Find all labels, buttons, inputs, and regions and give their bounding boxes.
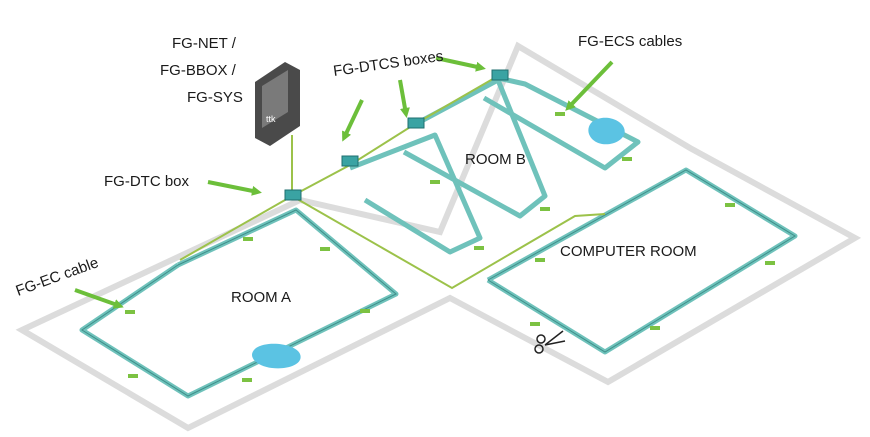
fg-dtcs-label: FG-DTCS boxes [332, 48, 444, 80]
fg-net-label: FG-NET / [172, 35, 237, 52]
sensor-icon [243, 237, 253, 241]
sensor-icon [125, 310, 135, 314]
sensor-icon [650, 326, 660, 330]
sensor-icon [535, 258, 545, 262]
sensor-icon [540, 207, 550, 211]
panel-logo: ttk [266, 114, 276, 124]
room-a-cable [79, 207, 399, 399]
fg-dtc-box-icon [284, 189, 302, 201]
arrow-icon [398, 79, 410, 118]
sensors [125, 112, 775, 382]
sensor-icon [530, 322, 540, 326]
scissors-icon [534, 330, 566, 354]
boxes [284, 69, 509, 201]
sensor-icon [128, 374, 138, 378]
computer-room-label: COMPUTER ROOM [560, 243, 697, 260]
sensor-icon [765, 261, 775, 265]
fg-dtc-label: FG-DTC box [104, 173, 190, 190]
sensor-icon [320, 247, 330, 251]
room-a-label: ROOM A [231, 289, 291, 306]
fg-bbox-label: FG-BBOX / [160, 62, 237, 79]
feed-lines [179, 75, 606, 290]
sensor-icon [555, 112, 565, 116]
room-b-cable [349, 75, 641, 255]
fg-dtcs-box-icon [341, 155, 359, 167]
labels: FG-NET / FG-BBOX / FG-SYS FG-DTCS boxes … [14, 33, 697, 306]
sensor-icon [360, 309, 370, 313]
arrow-icon [342, 99, 364, 142]
water-leaks [251, 117, 625, 369]
fg-dtcs-box-icon [491, 69, 509, 81]
arrow-icon [74, 288, 124, 309]
sensor-icon [242, 378, 252, 382]
fg-ecs-label: FG-ECS cables [578, 33, 682, 50]
arrow-icon [565, 60, 614, 111]
pointer-arrows [74, 56, 614, 309]
floor-outline [15, 41, 862, 432]
water-leak-icon [251, 343, 301, 369]
fg-dtcs-box-icon [407, 117, 425, 129]
arrow-icon [207, 180, 262, 196]
water-leak-icon [588, 117, 625, 145]
room-b-label: ROOM B [465, 151, 526, 168]
computer-room-cable [486, 167, 798, 355]
fg-sys-label: FG-SYS [187, 89, 243, 106]
sensor-icon [474, 246, 484, 250]
sensor-icon [725, 203, 735, 207]
arrow-icon [435, 56, 486, 72]
sensor-icon [622, 157, 632, 161]
panel-icon: ttk [255, 62, 300, 146]
sensor-icon [430, 180, 440, 184]
